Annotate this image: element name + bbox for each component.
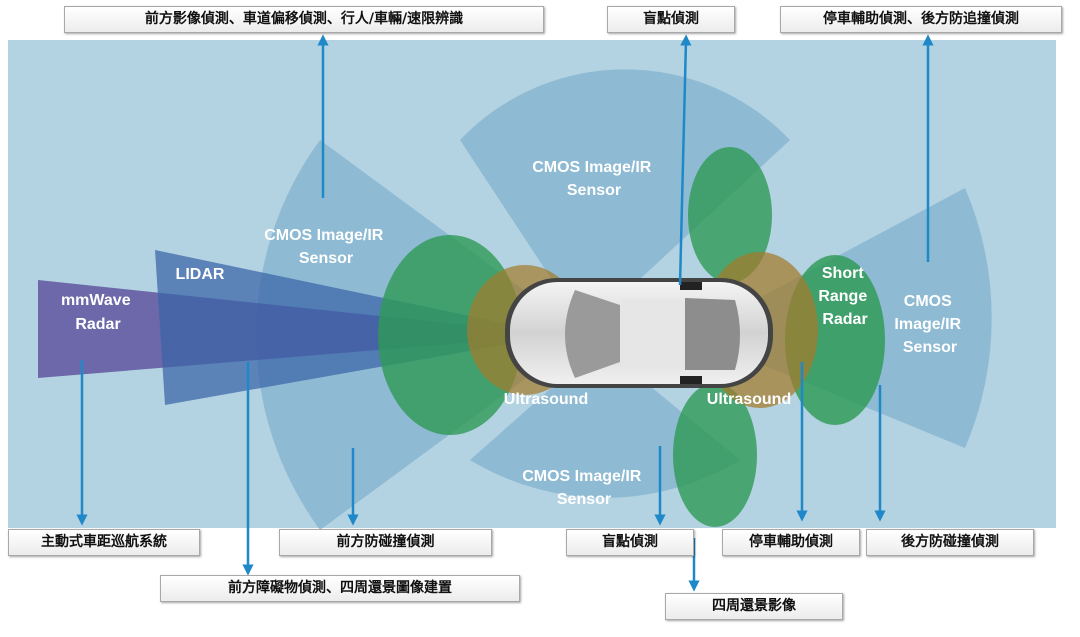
cmos-front-label: CMOS Image/IR Sensor [264,227,388,267]
cmos-top-label: CMOS Image/IR Sensor [532,159,656,199]
arrow-blind-spot-top [678,34,692,286]
cmos-bottom-zone [470,345,740,498]
front-collision-function-label: 前方防碰撞偵測 [279,529,492,556]
mmwave-radar-label: mmWave Radar [61,292,135,333]
short-range-radar-label: Short Range Radar [818,265,871,328]
rear-anti-collision-function-label: 後方防碰撞偵測 [866,529,1034,556]
car-icon [505,278,773,388]
cmos-rear-label: CMOS Image/IR Sensor [894,293,965,356]
acc-function-label: 主動式車距巡航系統 [8,529,200,556]
rear-collision-function-label: 停車輔助偵測、後方防追撞偵測 [780,6,1062,33]
surround-view-function-label: 四周還景影像 [665,593,843,620]
lidar-label: LIDAR [176,266,225,283]
cmos-top-zone [460,69,790,331]
ultrasound-top-zone [688,147,772,283]
blind-spot-top-function-label: 盲點偵測 [607,6,735,33]
front-obstacle-function-label: 前方障礙物偵測、四周還景圖像建置 [160,575,520,602]
front-camera-function-label: 前方影像偵測、車道偏移偵測、行人/車輛/速限辨識 [64,6,544,33]
cmos-bottom-label: CMOS Image/IR Sensor [522,468,646,508]
park-assist-function-label: 停車輔助偵測 [722,529,860,556]
lidar-beam [155,250,560,405]
ultrasound-rear-label: Ultrasound [707,391,791,408]
ultrasound-bottom-zone [673,383,757,527]
blind-spot-bottom-function-label: 盲點偵測 [566,529,694,556]
ultrasound-front-label: Ultrasound [504,391,588,408]
arrow-group [76,34,934,592]
